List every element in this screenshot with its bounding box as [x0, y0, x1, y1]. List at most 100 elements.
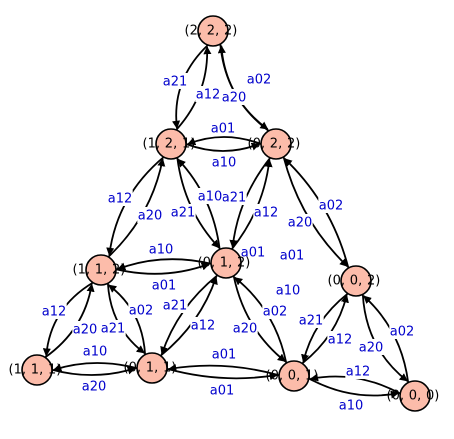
edge-n022-n220 [217, 44, 270, 132]
node-label-right: 2) [237, 256, 250, 271]
edge-label-background [195, 86, 221, 102]
edge-label-background [221, 189, 247, 205]
edge-label-text: a02 [319, 199, 344, 214]
node-label-left: (2, [185, 24, 202, 39]
edge-label-background [162, 297, 188, 313]
edge-label-text: a21 [163, 299, 188, 314]
edge-n011-n111 [53, 362, 138, 372]
edge-label: a10 [82, 343, 108, 360]
edge-label-background [81, 378, 107, 394]
node-label-middle: 0, [409, 389, 421, 404]
node-label-left: (0, [198, 256, 215, 271]
edge-label-background [345, 363, 371, 379]
edge-label-text: a02 [263, 305, 288, 320]
edge-label-background [240, 244, 266, 260]
edge-label-text: a12 [196, 88, 221, 103]
node-label-middle: 1, [31, 363, 43, 378]
edge-label-background [232, 320, 258, 336]
edge-label-background [210, 120, 236, 136]
node-circle [21, 354, 53, 386]
edge-labels-layer: a21a12a20a02a01a10a0a21a12a20a21a12a20a0… [41, 71, 415, 414]
edge-label-text: a21 [163, 75, 188, 90]
node-label-middle: 2, [207, 24, 219, 39]
edge-label-text: a02 [247, 73, 272, 88]
edge-label-text: a21 [101, 322, 126, 337]
node-n000: (0, 0, 0) [387, 380, 439, 412]
node-label-right: 0) [426, 389, 439, 404]
edge-label-background [41, 303, 67, 319]
edge-label: a20 [221, 89, 247, 106]
node-label-right: 1) [182, 137, 195, 152]
edge-label: a10 [275, 282, 301, 299]
node-n022: (0,2,2) [248, 128, 300, 160]
node-n011: (0,1,1) [124, 352, 176, 384]
node-label-left: (0, [387, 389, 404, 404]
edge-label-background [100, 320, 126, 336]
edge-label: a12 [190, 317, 216, 334]
edge-label-background [82, 343, 108, 359]
edge-label-background [211, 154, 237, 170]
node-n002: (0,0,2) [328, 265, 380, 297]
edge-label-background [298, 312, 324, 328]
edge-label-background [327, 331, 353, 347]
node-n220: (2, 2, 2) [185, 15, 237, 47]
edge-label-background [262, 303, 288, 319]
edge-label-background [170, 204, 196, 220]
edge-label-background [358, 339, 384, 355]
edge-label-text: a12 [42, 305, 67, 320]
edge-label: a21 [162, 297, 188, 314]
node-label-right: 2) [112, 263, 125, 278]
edge-label-text: a10 [339, 399, 364, 414]
edge-label: a10 [211, 154, 237, 171]
edge-label: a12 [327, 331, 353, 348]
edge-label-background [107, 190, 133, 206]
edge-label-background [253, 204, 279, 220]
edge-label-background [72, 321, 98, 337]
node-label-middle: 0, [288, 369, 300, 384]
node-n112: (1,1,2) [73, 254, 125, 286]
edge-label: a02 [389, 323, 415, 340]
edge-label: a12 [107, 190, 133, 207]
edge-label-text: a21 [222, 191, 247, 206]
edge-label-text: a01 [211, 122, 236, 137]
node-label-middle: 1, [220, 256, 232, 271]
edge-label: a12 [345, 363, 371, 380]
edge-label: a20 [287, 214, 313, 231]
node-circle [340, 265, 372, 297]
edge-label-text: a10 [198, 190, 223, 205]
edge-label: a02 [318, 197, 344, 214]
edge-label-background [221, 89, 247, 105]
edge-label-text: a21 [299, 314, 324, 329]
nodes-layer: (2,2,2)(1,2,1)(0,2,2)(1,1,2)(0,1,2)(0,0,… [9, 15, 439, 412]
edge-label-text: a12 [108, 192, 133, 207]
edge-label: a10 [338, 397, 364, 414]
edge-n022-n121 [187, 136, 262, 146]
node-circle [210, 247, 242, 279]
edge-label-text: a01 [241, 246, 266, 261]
node-label-middle: 1, [146, 361, 158, 376]
node-label-left: (0, [248, 137, 265, 152]
edge-label: a12 [195, 86, 221, 103]
node-label-left: (1, [143, 137, 160, 152]
edge-label: a02 [246, 71, 272, 88]
edge-label-text: a02 [390, 325, 415, 340]
edge-label: a12 [253, 204, 279, 221]
node-label-right: 1) [163, 361, 176, 376]
node-label-left: (0, [266, 369, 283, 384]
edge-label: a01 [209, 382, 235, 399]
edge-label: a21 [162, 73, 188, 90]
node-circle [136, 352, 168, 384]
node-label-right: 2) [224, 24, 237, 39]
node-n111: (1,1,1) [9, 354, 61, 386]
edge-label: a20 [358, 339, 384, 356]
edge-label-text: a20 [233, 322, 258, 337]
edge-label-background [162, 73, 188, 89]
node-n121: (1,2,1) [143, 128, 195, 160]
edge-label-text: a01 [280, 249, 305, 264]
edge-n011-n001 [166, 367, 278, 381]
edge-label: a02 [262, 303, 288, 320]
edge-label-background [197, 188, 223, 204]
node-circle [278, 360, 310, 392]
